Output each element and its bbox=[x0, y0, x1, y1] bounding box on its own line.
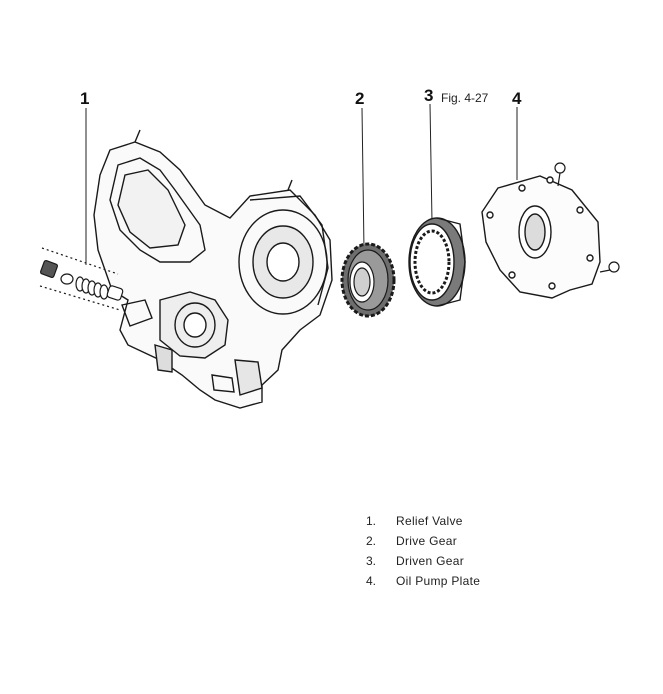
legend-item: 1. Relief Valve bbox=[366, 511, 480, 531]
plate-screws bbox=[554, 162, 620, 273]
legend-item: 3. Driven Gear bbox=[366, 551, 480, 571]
legend-item: 2. Drive Gear bbox=[366, 531, 480, 551]
callout-4: 4 bbox=[512, 89, 522, 108]
callout-2: 2 bbox=[355, 89, 365, 108]
figure-label: Fig. 4-27 bbox=[441, 91, 489, 105]
parts-legend: 1. Relief Valve 2. Drive Gear 3. Driven … bbox=[366, 511, 480, 591]
legend-number: 4. bbox=[366, 574, 377, 588]
legend-text: Oil Pump Plate bbox=[396, 574, 481, 588]
callout-3: 3 bbox=[424, 86, 434, 105]
legend-text: Relief Valve bbox=[396, 514, 463, 528]
timing-cover-housing bbox=[93, 129, 333, 409]
legend-number: 3. bbox=[366, 554, 377, 568]
legend-number: 2. bbox=[366, 534, 377, 548]
legend-number: 1. bbox=[366, 514, 377, 528]
oil-pump-plate bbox=[481, 175, 601, 299]
legend-text: Driven Gear bbox=[396, 554, 464, 568]
callout-leader-lines bbox=[85, 103, 518, 265]
legend-item: 4. Oil Pump Plate bbox=[366, 571, 480, 591]
relief-valve-assembly bbox=[39, 247, 124, 311]
callout-1: 1 bbox=[80, 89, 90, 108]
driven-gear bbox=[408, 217, 466, 307]
legend-text: Drive Gear bbox=[396, 534, 458, 548]
drive-gear bbox=[340, 242, 396, 318]
